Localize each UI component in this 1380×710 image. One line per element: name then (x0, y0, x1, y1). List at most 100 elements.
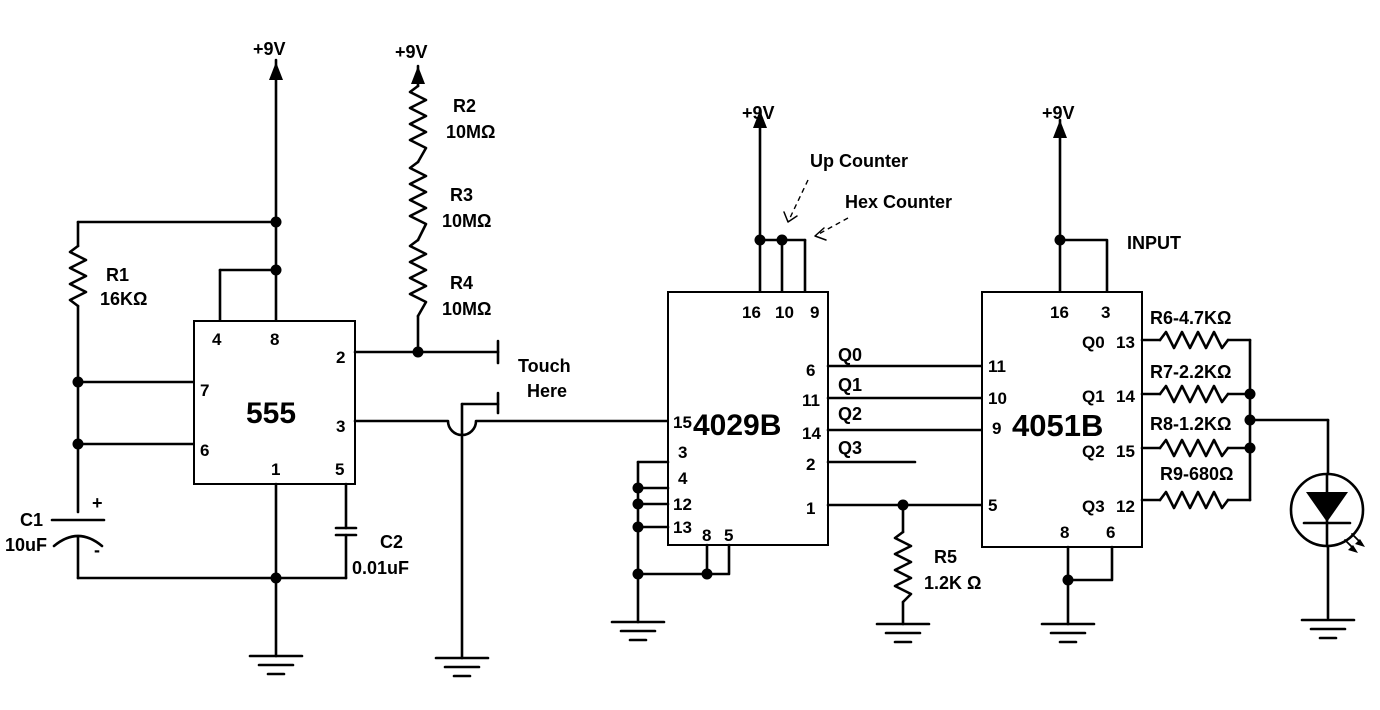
ic-555 (193, 320, 356, 485)
pin-label: 14 (802, 424, 821, 443)
pin-label: 6 (200, 441, 209, 460)
pin-label: 7 (200, 381, 209, 400)
ic-4029b-label: 4029B (693, 409, 781, 442)
ground-symbol (1300, 618, 1356, 640)
r9-label: R9-680Ω (1160, 464, 1233, 484)
pin-label: 8 (1060, 523, 1069, 542)
supply-label: +9V (742, 103, 775, 123)
pin-label: 8 (702, 526, 711, 545)
touch-label: Touch (518, 356, 571, 376)
pin-label: 4 (212, 330, 222, 349)
r7-label: R7-2.2KΩ (1150, 362, 1231, 382)
r3-resistor (408, 160, 428, 242)
pin-label: 5 (724, 526, 733, 545)
mux-4051-section: +9V INPUT 4051B 16 3 11 10 9 5 8 6 Q0 13… (981, 103, 1365, 644)
ic-4029b (667, 291, 829, 546)
ground-symbol (434, 656, 490, 678)
r1-value: 16KΩ (100, 289, 147, 309)
r2-resistor (408, 84, 428, 164)
r5-resistor (893, 530, 913, 604)
touch-sensor-section: +9V R2 10MΩ R3 10MΩ R4 10MΩ Touch Here (353, 42, 672, 678)
supply-label: +9V (253, 39, 286, 59)
ic-4051b (981, 291, 1143, 548)
pin-label: 16 (742, 303, 761, 322)
ground-symbol (875, 622, 931, 644)
channel-label: Q2 (1082, 442, 1105, 461)
r5-value: 1.2K Ω (924, 573, 981, 593)
r4-value: 10MΩ (442, 299, 491, 319)
hex-counter-arrow (814, 217, 849, 241)
r3-name: R3 (450, 185, 473, 205)
r7-resistor (1158, 384, 1230, 404)
c2-name: C2 (380, 532, 403, 552)
pin-label: 6 (1106, 523, 1115, 542)
hex-counter-note: Hex Counter (845, 192, 952, 212)
r1-name: R1 (106, 265, 129, 285)
c2-value: 0.01uF (352, 558, 409, 578)
input-label: INPUT (1127, 233, 1181, 253)
pin-label: 14 (1116, 387, 1135, 406)
pin-label: 5 (988, 496, 997, 515)
output-label: Q0 (838, 345, 862, 365)
pin-label: 5 (335, 460, 344, 479)
supply-arrow-4051 (1053, 118, 1067, 294)
supply-arrow-touch (411, 64, 425, 88)
pin-label: 3 (678, 443, 687, 462)
r2-value: 10MΩ (446, 122, 495, 142)
pin-label: 3 (1101, 303, 1110, 322)
pin-label: 1 (271, 460, 280, 479)
pin-label: 2 (806, 455, 815, 474)
r9-resistor (1158, 490, 1230, 510)
pin-label: 15 (1116, 442, 1135, 461)
pin-label: 9 (992, 419, 1001, 438)
r8-resistor (1158, 438, 1230, 458)
pin-label: 13 (673, 518, 692, 537)
pin-label: 2 (336, 348, 345, 367)
supply-arrow-555 (269, 58, 283, 322)
ic-4051b-label: 4051B (1012, 408, 1103, 443)
pin-label: 1 (806, 499, 815, 518)
clock-wire (353, 419, 672, 437)
pin-label: 12 (673, 495, 692, 514)
pin-label: 4 (678, 469, 688, 488)
pin-label: 12 (1116, 497, 1135, 516)
pin-label: 8 (270, 330, 279, 349)
c1-minus: - (94, 540, 100, 560)
supply-label: +9V (1042, 103, 1075, 123)
r3-value: 10MΩ (442, 211, 491, 231)
output-label: Q2 (838, 404, 862, 424)
channel-label: Q0 (1082, 333, 1105, 352)
output-label: Q1 (838, 375, 862, 395)
pin-label: 11 (802, 391, 820, 410)
r8-label: R8-1.2KΩ (1150, 414, 1231, 434)
r6-resistor (1158, 330, 1230, 350)
pin-label: 9 (810, 303, 819, 322)
ic-555-label: 555 (246, 397, 296, 430)
pin-label: 3 (336, 417, 345, 436)
r4-name: R4 (450, 273, 473, 293)
r4-resistor (408, 238, 428, 318)
c1-name: C1 (20, 510, 43, 530)
r6-label: R6-4.7KΩ (1150, 308, 1231, 328)
timer-555-section: +9V R1 16KΩ + - C1 10uF 555 4 8 7 6 2 3 (5, 39, 409, 676)
r1-resistor (68, 244, 88, 308)
ground-symbol (610, 620, 666, 642)
counter-4029-section: +9V Up Counter Hex Counter 4029B 16 10 9… (610, 103, 984, 644)
ground-symbol (248, 654, 304, 676)
pin-label: 10 (775, 303, 794, 322)
r2-name: R2 (453, 96, 476, 116)
touch-label: Here (527, 381, 567, 401)
output-label: Q3 (838, 438, 862, 458)
c1-value: 10uF (5, 535, 47, 555)
up-counter-note: Up Counter (810, 151, 908, 171)
c1-plus: + (92, 493, 103, 513)
up-counter-arrow (783, 179, 809, 223)
pin-label: 13 (1116, 333, 1135, 352)
supply-label: +9V (395, 42, 428, 62)
pin-label: 11 (988, 357, 1006, 376)
pin-label: 6 (806, 361, 815, 380)
supply-arrow-4029 (753, 108, 767, 294)
pin-label: 10 (988, 389, 1007, 408)
channel-label: Q3 (1082, 497, 1105, 516)
